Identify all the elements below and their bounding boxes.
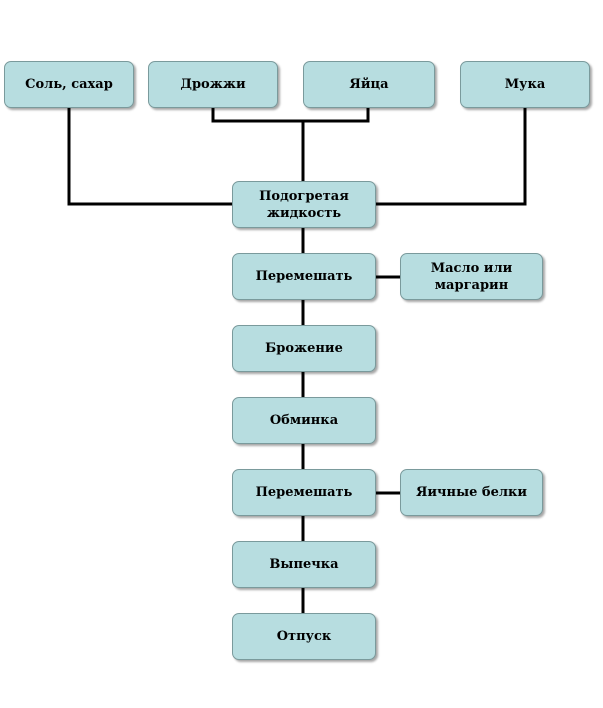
node-egg-whites-label: Яичные белки [415,485,528,500]
node-punch-down-label: Обминка [269,413,339,428]
connector-flour-to-liquid [376,108,527,206]
connector-yeast-eggs-bracket [211,108,370,123]
node-warm-liquid: Подогретая жидкость [232,181,376,228]
node-egg-whites: Яичные белки [400,469,543,516]
node-butter-label: Масло или маргарин [430,260,513,293]
node-eggs: Яйца [303,61,435,108]
node-baking-label: Выпечка [269,557,339,572]
node-punch-down: Обминка [232,397,376,444]
node-mix-2-label: Перемешать [255,485,353,500]
node-baking: Выпечка [232,541,376,588]
node-eggs-label: Яйца [349,77,389,92]
connector-salt-to-liquid [67,108,232,206]
node-salt-sugar-label: Соль, сахар [25,77,113,92]
node-dispatch: Отпуск [232,613,376,660]
node-butter: Масло или маргарин [400,253,543,300]
node-warm-liquid-label: Подогретая жидкость [259,188,349,221]
node-mix-1-label: Перемешать [255,269,353,284]
node-flour-label: Мука [504,77,546,92]
node-mix-2: Перемешать [232,469,376,516]
node-yeast-label: Дрожжи [180,77,246,92]
node-yeast: Дрожжи [148,61,278,108]
node-mix-1: Перемешать [232,253,376,300]
node-salt-sugar: Соль, сахар [4,61,134,108]
node-fermentation: Брожение [232,325,376,372]
node-dispatch-label: Отпуск [276,629,332,644]
node-fermentation-label: Брожение [265,341,343,356]
node-flour: Мука [460,61,590,108]
